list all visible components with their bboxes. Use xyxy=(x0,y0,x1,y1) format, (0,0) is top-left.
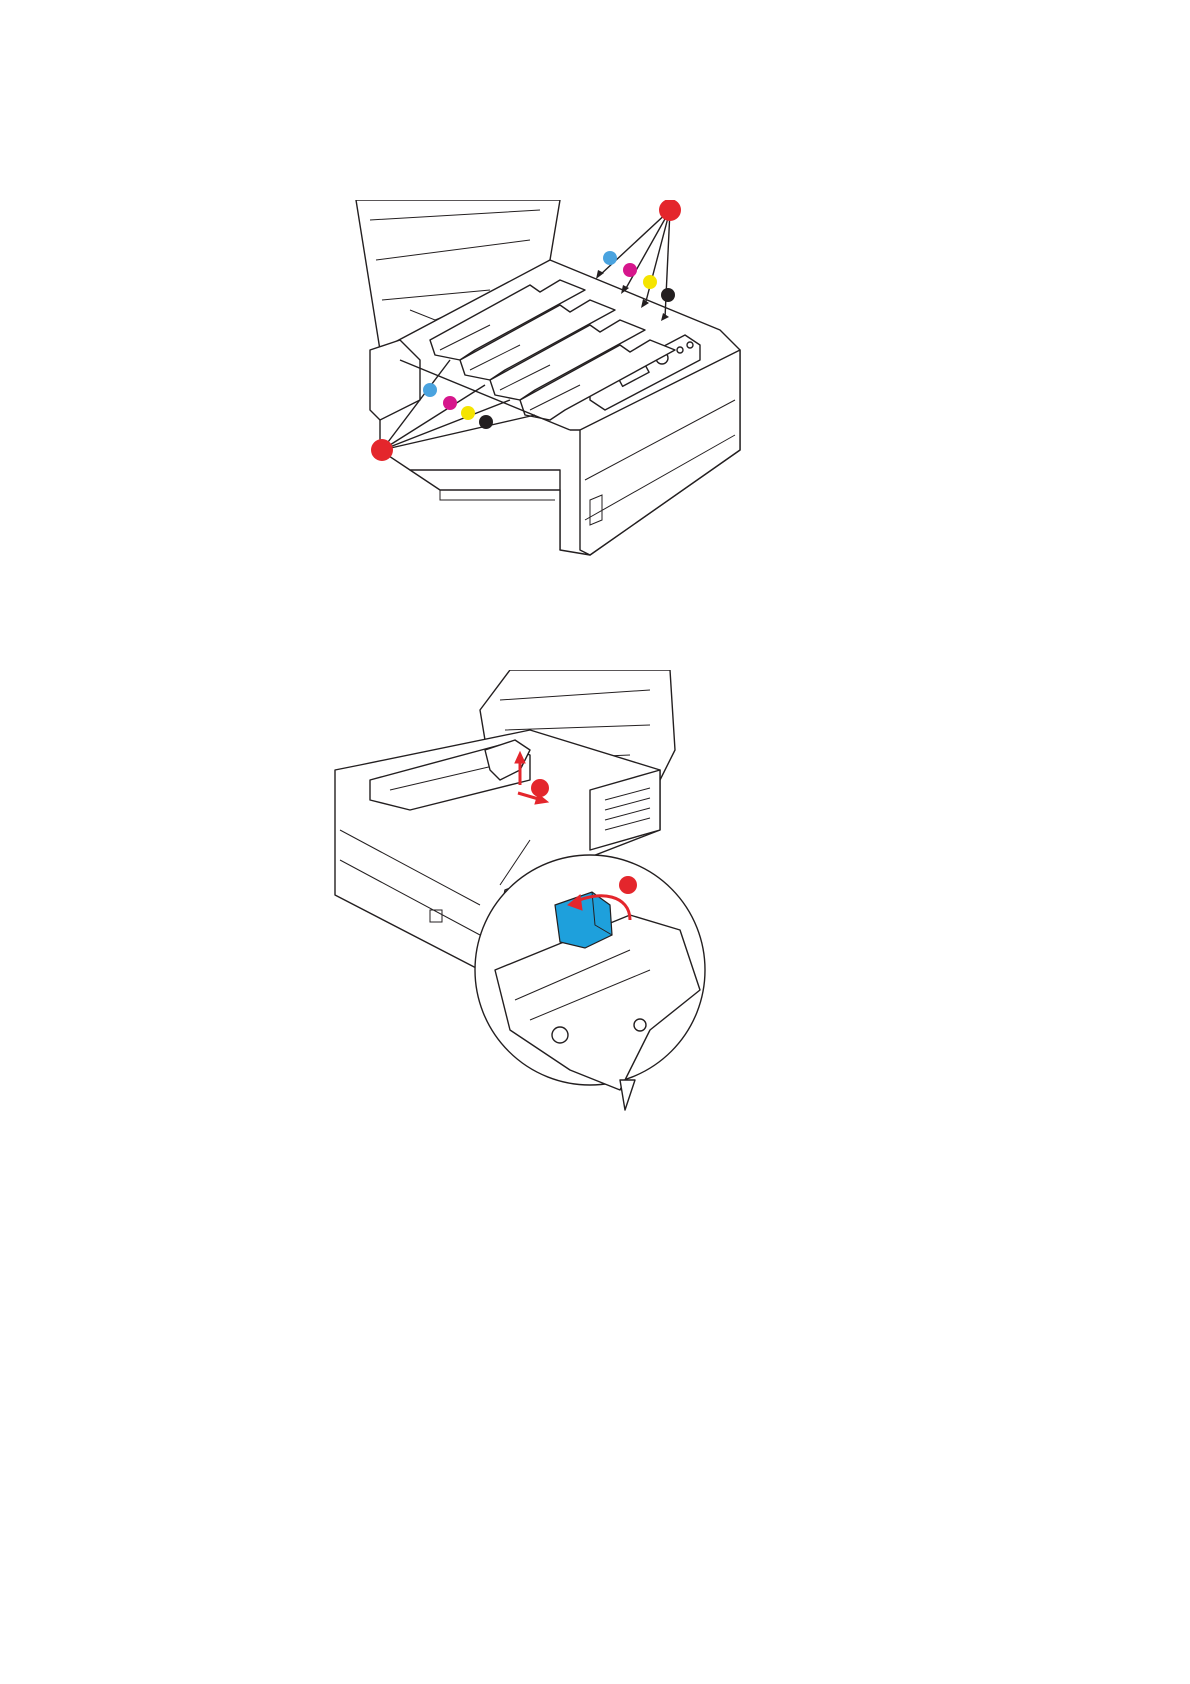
drum-removal-figure xyxy=(330,670,760,1120)
magenta-dot xyxy=(623,263,637,277)
black-dot xyxy=(661,288,675,302)
magenta-dot xyxy=(443,396,457,410)
callout-marker-bottom xyxy=(371,439,393,461)
black-dot xyxy=(479,415,493,429)
yellow-dot xyxy=(643,275,657,289)
cyan-dot xyxy=(423,383,437,397)
printer-open-illustration xyxy=(340,200,800,600)
callout-marker-top xyxy=(659,200,681,221)
callout-marker-a xyxy=(531,779,549,797)
drum-removal-illustration xyxy=(330,670,760,1120)
yellow-dot xyxy=(461,406,475,420)
printer-open-figure xyxy=(340,200,800,600)
paper-tray xyxy=(410,470,560,550)
callout-marker-b xyxy=(619,876,637,894)
cyan-dot xyxy=(603,251,617,265)
